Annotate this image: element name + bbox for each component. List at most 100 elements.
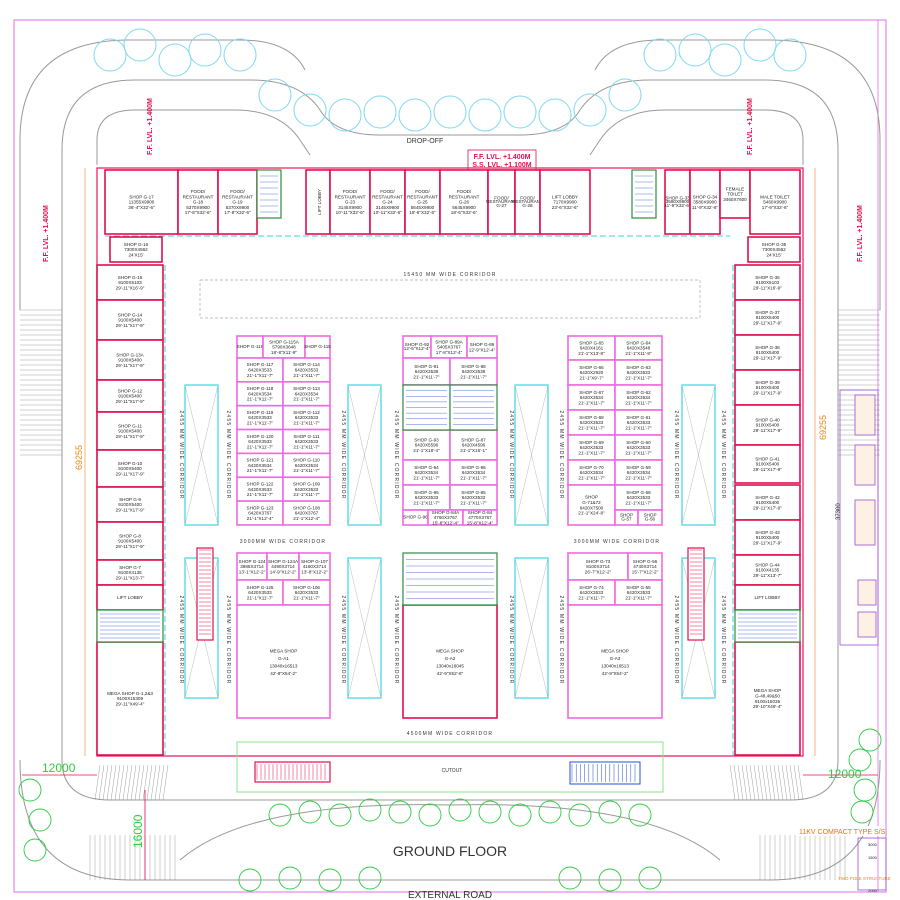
room-label-line: SHOP G-40 [755,417,780,422]
room-label-line: SHOP G-111 [293,434,320,439]
room-label-line: 21'-1"X11'-7" [293,468,319,473]
room-label-line: 5370X9900 [226,205,250,210]
ff-level-tag-right: F.F. LVL. +1.400M [857,205,864,262]
ramp-line [729,764,736,801]
room-label-line: 17'-8"X12'-4" [436,350,463,355]
room-label-line: 21'-1"X11'-7" [247,444,273,449]
room-label-line: FOOD/ [230,189,245,194]
room-outline [734,641,801,756]
room-label-line: SHOP G-62 [626,390,651,395]
room: LIFT LOBBY [305,169,331,235]
room-label-line: 11'-9"X32'-6" [692,205,718,210]
room-label-line: 21'-1"X11'-8" [625,351,651,356]
ramp-line [102,764,109,801]
dim-depth-left: 69255 [74,445,84,470]
corridor-label-side: 2455 MM WIDE CORRIDOR [558,410,564,499]
room-outline [462,509,498,526]
tree-canopy [643,38,677,72]
room-outline [282,500,331,526]
room-label-line: 21'-1"X15'-1" [460,448,487,453]
room-label: LIFT LOBBY [317,189,322,215]
room-label-line: SHOP G-89A [435,339,463,344]
room-label-line: SHOP G-115 [304,344,331,349]
room-label-line: 29'-11"X17'-9" [753,390,782,395]
room-label-line: 21'-1"X11'-7" [247,468,273,473]
corridor-label-side: 2455 MM WIDE CORRIDOR [340,595,346,684]
svg-text:S.S. LVL. +1.100M: S.S. LVL. +1.100M [472,162,531,169]
room-label-line: G-57 [621,517,632,522]
room-label-line: 5645X9900 [411,205,435,210]
room-label-line: SHOP G-43 [755,530,780,535]
room-label-line: 29'-11"X49'-4" [116,701,145,706]
void-opening [347,384,382,526]
corridor-label-side: 2455 MM WIDE CORRIDOR [178,595,184,684]
room-label-line: 4740X3714 [633,564,657,569]
tree [28,808,52,832]
cutout-label: CUTOUT [442,768,463,774]
ramp-line [753,764,760,801]
room-label-line: SHOP G-122 [247,481,274,486]
room-label-line: 7300X4562 [762,247,786,252]
room-label-line: SHOP G-16 [124,242,149,247]
room-label-line: 21'-1"X24'-8" [578,511,605,516]
tree-canopy [743,28,777,62]
corridor-label-side: 2455 MM WIDE CORRIDOR [558,595,564,684]
room-label-line: 21'-1"X11'-7" [625,425,651,430]
escalator-steps [199,549,702,782]
corridor-label-side: 2455 MM WIDE CORRIDOR [508,410,514,499]
room-label-line: 29'-11"X17'-9" [116,471,145,476]
tree-canopy [433,95,467,129]
room-label-line: 6420X3533 [627,495,651,500]
room-label-line: 17'-8"X32'-6" [185,210,212,215]
room-label-line: SHOP G-109 [293,481,320,486]
room-label-line: 21'-1"X18'-4" [413,448,440,453]
room-label-line: 21'-1"X13'-8" [578,351,605,356]
room-label-line: SHOP G-73 [586,559,611,564]
void-opening [347,557,382,699]
room-label-line: 6420X4161 [580,346,604,351]
tree [853,778,877,802]
tree-canopy [678,33,712,67]
tree [538,800,562,824]
void-opening [681,384,716,526]
room-label-line: 21'-1"X11'-7" [293,421,319,426]
room-label-line: 6420X3548 [627,346,651,351]
room-label-line: SHOP G-13A [116,352,144,357]
room-outline [266,552,300,581]
ramp-line [138,764,145,801]
room-label-line: MEGA SHOP G-1,2&3 [107,691,153,696]
room-label-line: 9100X5400 [118,429,142,434]
room-label-line: 12'-9"X12'-4" [469,347,496,352]
room-label-line: 6420X3533 [248,590,272,595]
room-label-line: 6420X3534 [580,395,604,400]
room-outline [749,169,801,235]
corridor-label-side: 2455 MM WIDE CORRIDOR [225,410,231,499]
room-outline [539,169,591,235]
room-label: SHOP G-116 [237,344,264,349]
room-label-line: 5370X9900 [186,205,210,210]
room-label-line: 7300X4562 [124,247,148,252]
